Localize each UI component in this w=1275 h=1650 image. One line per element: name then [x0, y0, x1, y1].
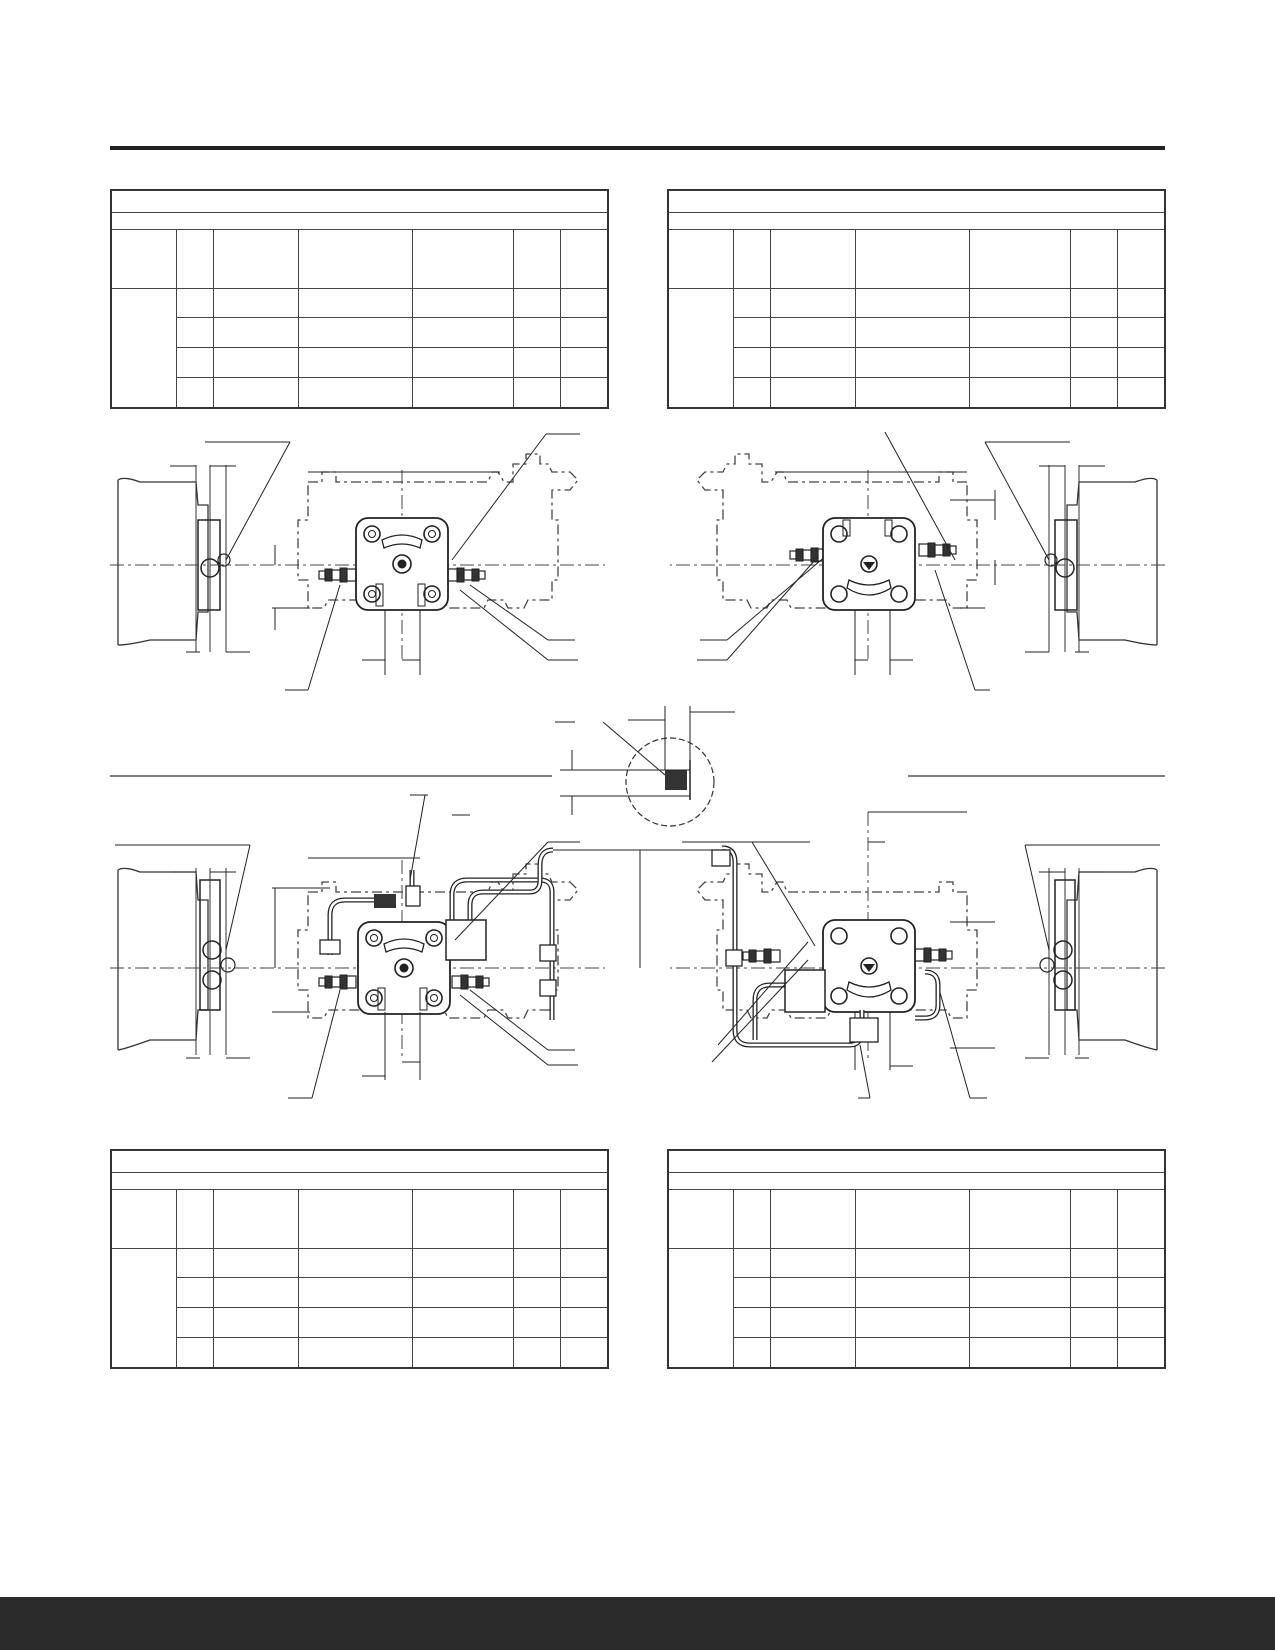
spec-table-top-left [110, 189, 609, 409]
top-left-view [110, 433, 605, 691]
table-subcaption [110, 211, 609, 231]
table-group-cell [667, 1247, 734, 1369]
table-subcaption [110, 1171, 609, 1191]
top-right-view [670, 431, 1165, 691]
table-subcaption [667, 211, 1166, 231]
detail-view [110, 706, 1165, 827]
bottom-right-view [670, 811, 1165, 1099]
spec-table-top-right [667, 189, 1166, 409]
spec-table-bottom-left [110, 1149, 609, 1369]
spec-table-bottom-right [667, 1149, 1166, 1369]
header-rule [110, 146, 1165, 150]
table-group-cell [110, 287, 177, 409]
footer-bar [0, 1597, 1275, 1650]
table-subcaption [667, 1171, 1166, 1191]
bottom-left-view [110, 794, 720, 1099]
